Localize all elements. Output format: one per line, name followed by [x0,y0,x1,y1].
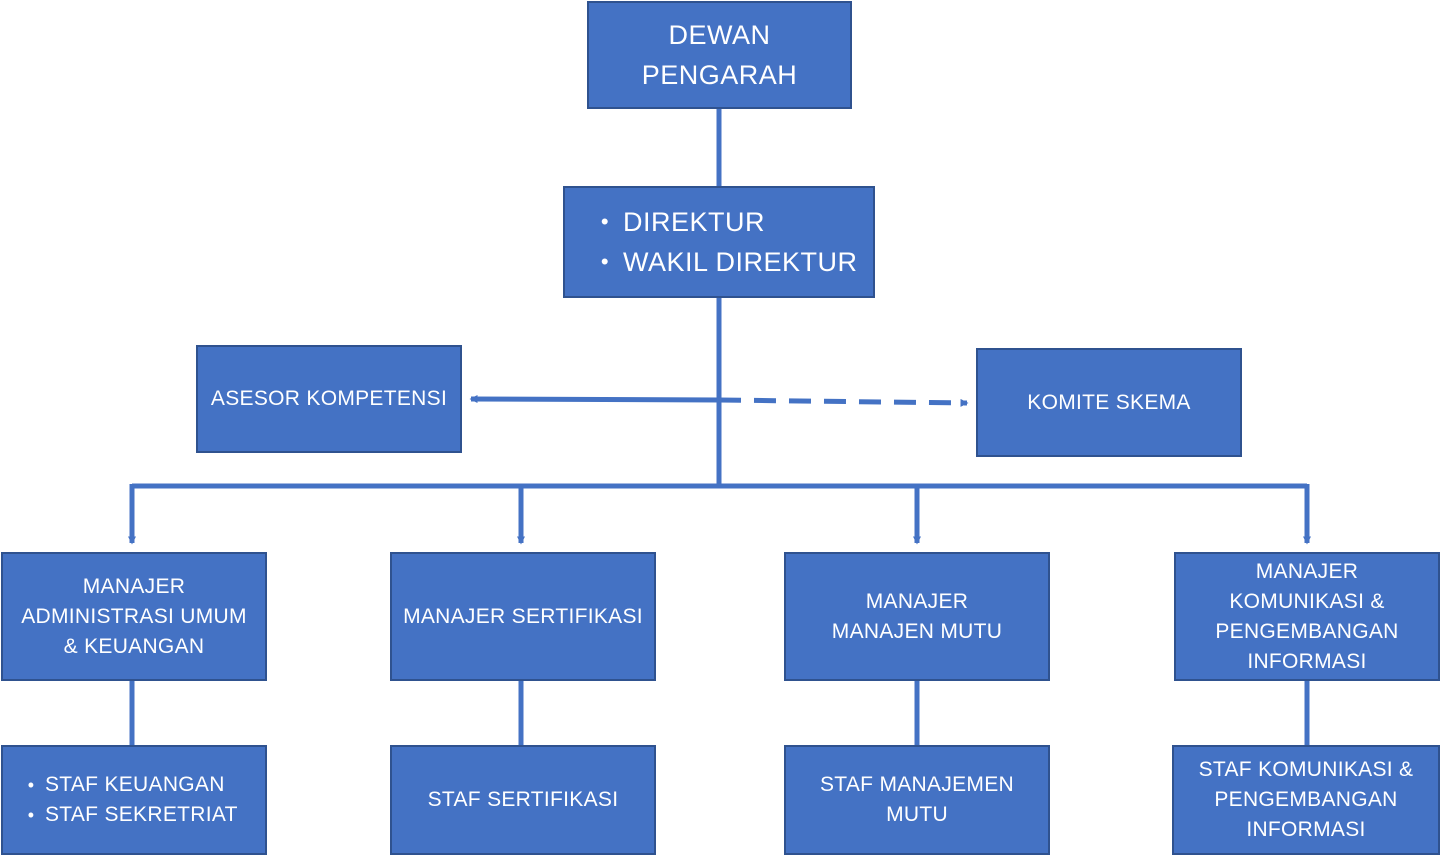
node-text: MANAJEN MUTU [831,619,1003,643]
node-text: MANAJER [82,574,186,598]
node-text: INFORMASI [1246,818,1366,841]
bullet-list: • STAF KEUANGAN • STAF SEKRETRIAT [17,770,238,830]
node-text: MANAJER [865,589,969,613]
node-text: STAF KEUANGAN [45,773,225,796]
node-text: & KEUANGAN [63,634,205,658]
node-text: MUTU [886,803,948,826]
node-manajer-komunikasi: MANAJER KOMUNIKASI & PENGEMBANGAN INFORM… [1174,552,1440,681]
node-text: STAF SERTIFIKASI [427,788,619,811]
bullet-item: • STAF SEKRETRIAT [17,800,238,830]
node-text: STAF SEKRETRIAT [45,803,238,826]
node-text: WAKIL DIREKTUR [623,247,858,277]
bullet-icon: • [27,775,35,795]
node-direktur: • DIREKTUR • WAKIL DIREKTUR [563,186,875,298]
bullet-item: • WAKIL DIREKTUR [587,242,858,282]
node-manajer-mutu: MANAJER MANAJEN MUTU [784,552,1050,681]
bullet-list: • DIREKTUR • WAKIL DIREKTUR [587,202,858,282]
node-staf-mutu: STAF MANAJEMEN MUTU [784,745,1050,855]
node-text: DEWAN [668,20,771,50]
node-text: PENGEMBANGAN [1214,788,1398,811]
node-manajer-sertifikasi: MANAJER SERTIFIKASI [390,552,656,681]
node-staf-sertifikasi: STAF SERTIFIKASI [390,745,656,855]
connector-direktur-komite [718,397,969,407]
node-text: MANAJER SERTIFIKASI [403,604,643,628]
node-text: ADMINISTRASI UMUM [21,604,247,628]
node-staf-komunikasi: STAF KOMUNIKASI & PENGEMBANGAN INFORMASI [1172,745,1440,855]
node-text: INFORMASI [1247,649,1367,673]
node-text: STAF KOMUNIKASI & [1198,758,1414,781]
bullet-icon: • [600,209,610,234]
node-staf-administrasi: • STAF KEUANGAN • STAF SEKRETRIAT [1,745,267,855]
node-komite-skema: KOMITE SKEMA [976,348,1242,457]
bullet-item: • DIREKTUR [587,202,765,242]
bullet-item: • STAF KEUANGAN [17,770,225,800]
node-text: KOMUNIKASI & [1229,589,1385,613]
node-manajer-administrasi: MANAJER ADMINISTRASI UMUM & KEUANGAN [1,552,267,681]
node-text: STAF MANAJEMEN [820,773,1014,796]
node-text: PENGARAH [641,60,798,90]
node-dewan-pengarah: DEWAN PENGARAH [587,1,852,109]
node-text: ASESOR KOMPETENSI [210,387,448,410]
bullet-icon: • [27,805,35,825]
node-text: PENGEMBANGAN [1215,619,1399,643]
node-asesor-kompetensi: ASESOR KOMPETENSI [196,345,462,453]
node-text: KOMITE SKEMA [1027,390,1191,414]
node-text: DIREKTUR [623,207,766,237]
node-text: MANAJER [1255,559,1359,583]
connector-direktur-asesor [469,395,720,404]
bullet-icon: • [600,249,610,274]
